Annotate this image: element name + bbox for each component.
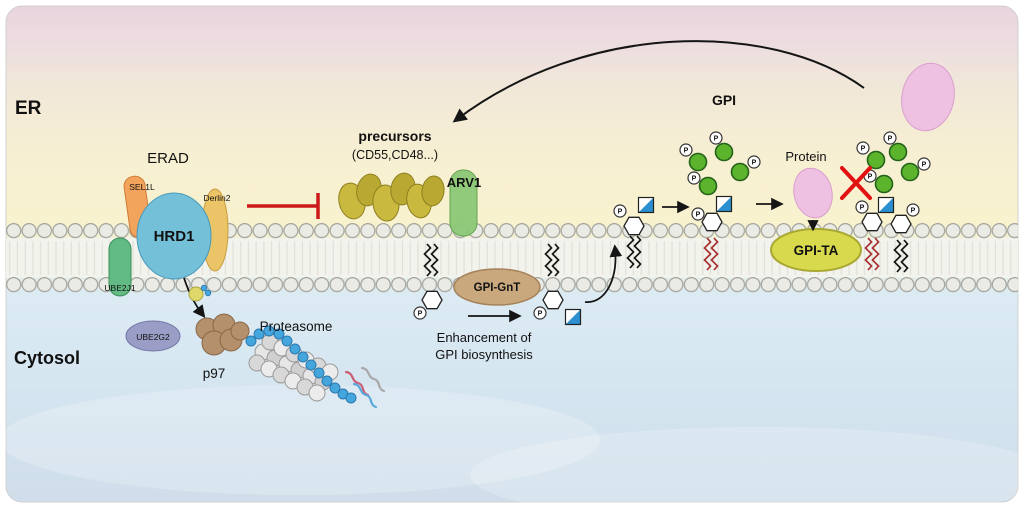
phosphate-icon: [413, 306, 427, 320]
precursors-sublabel: (CD55,CD48...): [352, 148, 438, 162]
phosphate-icon: [687, 171, 701, 185]
ube2g2-shape: [125, 320, 181, 352]
ube2g2-label: UBE2G2: [136, 332, 170, 342]
anchored-protein-blob: [901, 62, 955, 132]
derlin2-label: Derlin2: [204, 193, 231, 203]
mannose-icon: [730, 162, 750, 182]
inositol-icon: [890, 214, 912, 234]
cytosol-label: Cytosol: [14, 348, 80, 368]
phosphate-icon: [679, 143, 693, 157]
inositol-icon: [861, 212, 883, 232]
phosphate-icon: [747, 155, 761, 169]
ubiquitin-chain: [245, 325, 357, 404]
cytosol-wave-2: [470, 427, 1024, 514]
mannose-icon: [714, 142, 734, 162]
block-x-icon: [840, 166, 872, 200]
hrd1-shape: [136, 192, 212, 280]
gpi-label: GPI: [712, 92, 736, 108]
protein-blob: [793, 167, 833, 219]
mannose-icon: [888, 142, 908, 162]
inositol-icon: [542, 290, 564, 310]
phosphate-icon: [917, 157, 931, 171]
mannose-icon: [900, 162, 920, 182]
proteasome-label: Proteasome: [260, 319, 333, 334]
enhancement-label-2: GPI biosynthesis: [435, 347, 533, 362]
phosphate-icon: [883, 131, 897, 145]
inhibition-tbar: [247, 193, 320, 219]
lipid-heads-top: [6, 223, 1018, 239]
gpi-ta-label: GPI-TA: [794, 243, 839, 258]
mannose-icon: [698, 176, 718, 196]
gpi-gnt-label: GPI-GnT: [474, 282, 521, 294]
mannose-icon: [874, 174, 894, 194]
phosphate-icon: [855, 200, 869, 214]
substrate-blob: [188, 284, 212, 302]
erad-label: ERAD: [147, 150, 189, 167]
ube2j1-shape: [108, 237, 132, 297]
degradation-products: [344, 366, 386, 409]
protein-label: Protein: [785, 149, 826, 164]
cytosol-wave-1: [0, 385, 600, 495]
arv1-shape: [449, 169, 478, 237]
precursor-blobs: [338, 172, 445, 222]
phosphate-icon: [906, 203, 920, 217]
glcnac-icon: [715, 195, 733, 213]
ube2j1-label: UBE2J1: [104, 283, 135, 293]
hrd1-label: HRD1: [154, 228, 195, 245]
arv1-label: ARV1: [447, 175, 481, 190]
enhancement-label-1: Enhancement of: [437, 330, 532, 345]
p97-shape: [195, 313, 250, 356]
precursors-label: precursors: [358, 128, 431, 144]
mature-gpi-protein: [855, 62, 955, 273]
flip-arrow: [584, 244, 623, 303]
erad-complex: SEL1L Derlin2 HRD1 UBE2J1 UBE2G2 p97 ERA…: [104, 150, 250, 381]
er-label: ER: [15, 98, 42, 119]
glcnac-icon: [637, 196, 655, 214]
inositol-icon: [623, 216, 645, 236]
mannose-icon: [866, 150, 886, 170]
precursor-blob: [421, 175, 445, 207]
phosphate-icon: [856, 141, 870, 155]
inositol-icon: [421, 290, 443, 310]
feedback-arrow: [452, 40, 865, 123]
phosphate-icon: [709, 131, 723, 145]
sel1l-label: SEL1L: [129, 182, 155, 192]
gpi-gnt-shape: [453, 268, 541, 306]
phosphate-icon: [691, 207, 705, 221]
phosphate-icon: [613, 204, 627, 218]
mannose-icon: [688, 152, 708, 172]
glcnac-icon: [564, 308, 582, 326]
phosphate-icon: [533, 306, 547, 320]
glcnac-icon: [877, 196, 895, 214]
inositol-icon: [701, 212, 723, 232]
p97-label: p97: [203, 366, 226, 381]
